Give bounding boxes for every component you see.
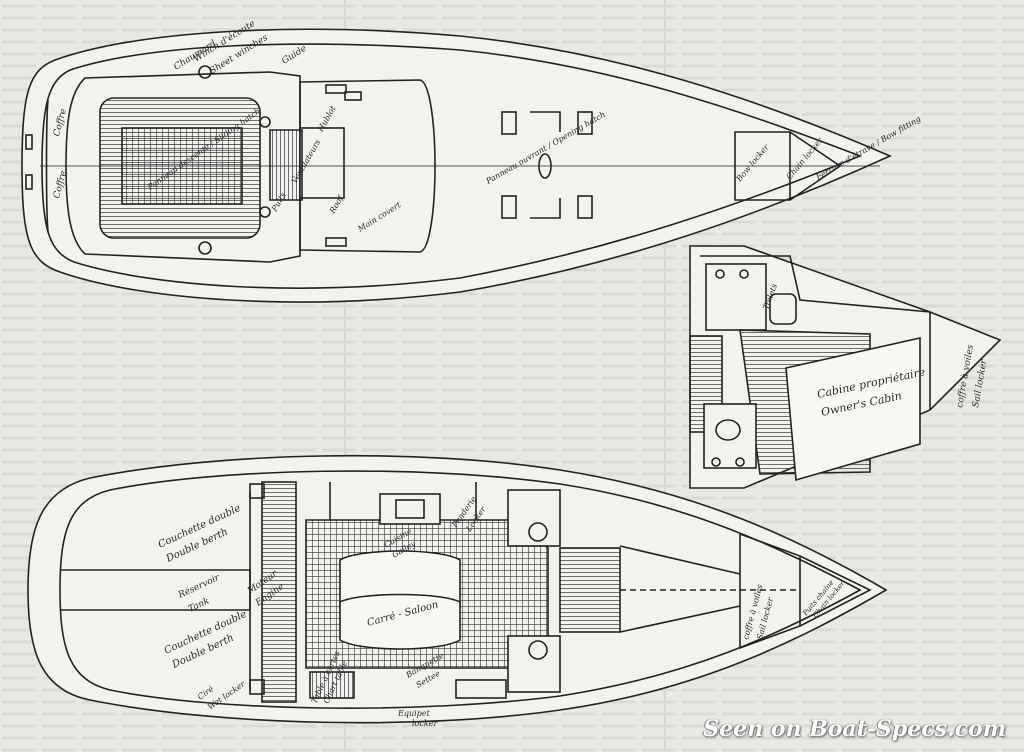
owners-cabin-plan bbox=[689, 245, 1002, 489]
cabin-bunk bbox=[785, 337, 921, 482]
label-locker2: locker bbox=[412, 719, 438, 728]
watermark: Seen on Boat-Specs.com bbox=[703, 716, 1006, 742]
label-equipet: Equipet bbox=[397, 709, 431, 718]
interior-plan bbox=[27, 454, 888, 724]
deck-plan bbox=[21, 28, 892, 303]
